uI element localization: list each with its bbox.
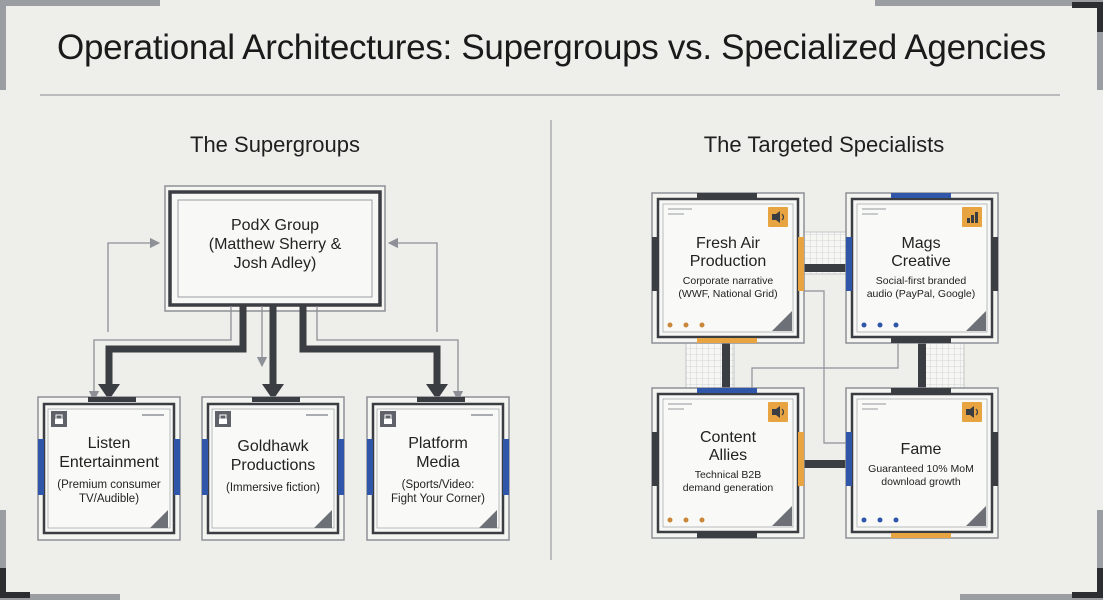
status-dot	[699, 322, 705, 328]
agency-box-content-allies	[651, 387, 805, 539]
status-dot	[861, 517, 867, 523]
page-title: Operational Architectures: Supergroups v…	[57, 28, 1046, 67]
status-dot	[893, 322, 899, 328]
status-dot	[667, 322, 673, 328]
agency-box-fresh-air	[651, 192, 805, 344]
status-dot	[861, 322, 867, 328]
status-dot	[699, 517, 705, 523]
specialist-agencies	[651, 192, 999, 539]
member-goldhawk-label: Goldhawk Productions (Immersive fiction)	[226, 438, 320, 494]
supergroups-heading: The Supergroups	[190, 132, 360, 157]
status-dot	[877, 517, 883, 523]
status-dot	[683, 322, 689, 328]
hub-box	[164, 185, 386, 312]
agency-route	[800, 290, 850, 444]
agency-content-allies-label: Content Allies Technical B2B demand gene…	[682, 429, 774, 494]
member-listen-label: Listen Entertainment (Premium consumer T…	[57, 435, 161, 505]
status-dot	[667, 517, 673, 523]
hub-label: PodX Group (Matthew Sherry & Josh Adley)	[208, 217, 342, 272]
agency-links	[722, 264, 926, 468]
speaker-icon	[768, 402, 788, 422]
hub-arrowheads	[98, 384, 448, 400]
hub-connectors	[105, 306, 441, 385]
member-box-goldhawk	[201, 396, 345, 541]
speaker-icon	[768, 207, 788, 227]
agency-box-fame	[845, 387, 999, 539]
bar-chart-icon	[962, 207, 982, 227]
agency-box-mags	[845, 192, 999, 344]
member-box-platform	[366, 396, 510, 541]
member-box-listen	[37, 396, 181, 541]
agency-route-2	[751, 339, 899, 388]
agency-fame-label: Fame Guaranteed 10% MoM download growth	[868, 441, 974, 488]
status-dot	[877, 322, 883, 328]
supergroup-members	[37, 396, 510, 541]
status-dot	[893, 517, 899, 523]
feedback-arrows	[88, 237, 464, 402]
specialists-heading: The Targeted Specialists	[703, 132, 945, 157]
speaker-icon	[962, 402, 982, 422]
member-platform-label: Platform Media (Sports/Video: Fight Your…	[391, 435, 485, 505]
agency-fresh-air-label: Fresh Air Production Corporate narrative…	[678, 235, 778, 300]
status-dot	[683, 517, 689, 523]
agency-mags-label: Mags Creative Social-first branded audio…	[866, 235, 976, 300]
